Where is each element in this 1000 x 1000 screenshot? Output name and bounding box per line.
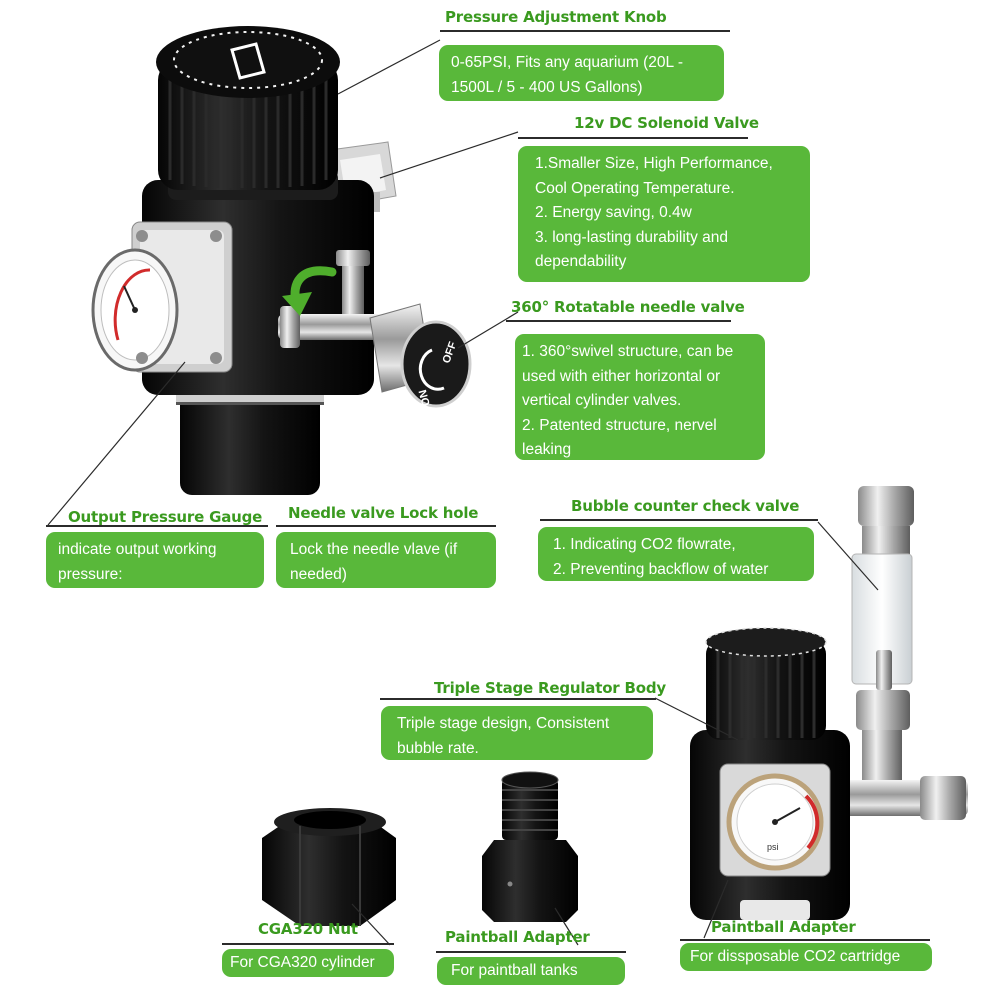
bubble-counter-line-1: 1. Indicating CO2 flowrate, <box>553 536 736 553</box>
paintball-tanks-line-1: For paintball tanks <box>451 962 578 979</box>
paintball-tanks-underline <box>436 951 626 953</box>
lock-hole-title: Needle valve Lock hole <box>288 504 479 522</box>
needle-valve-title: 360° Rotatable needle valve <box>511 298 745 316</box>
needle-valve-box: 1. 360°swivel structure, can be used wit… <box>515 334 765 460</box>
needle-valve-line-2: used with either horizontal or <box>522 367 721 385</box>
arrow-head-icon <box>282 292 312 316</box>
regulator-body-line-1: Triple stage design, Consistent <box>397 715 610 732</box>
lock-hole-line-1: Lock the needle vlave (if <box>290 541 458 558</box>
solenoid-line-2: Cool Operating Temperature. <box>535 179 735 197</box>
valve-on-label: ON <box>417 388 433 407</box>
paintball-cartridge-underline <box>680 939 930 941</box>
needle-valve: OFF ON <box>278 250 472 408</box>
gauge-box: indicate output working pressure: <box>46 532 264 588</box>
compact-regulator: psi <box>690 486 968 920</box>
gauge-line-1: indicate output working <box>58 541 217 558</box>
paintball-adapter <box>482 771 578 922</box>
bubble-counter-line-2: 2. Preventing backflow of water <box>553 560 769 578</box>
lock-hole-underline <box>276 525 496 527</box>
cga320-line-1: For CGA320 cylinder <box>230 954 375 971</box>
cga320-nut <box>262 808 396 926</box>
cga320-box: For CGA320 cylinder <box>222 949 394 977</box>
pressure-knob-line-2: 1500L / 5 - 400 US Gallons) <box>451 78 643 96</box>
cga320-title: CGA320 Nut <box>258 920 358 938</box>
needle-valve-line-3: vertical cylinder valves. <box>522 392 682 409</box>
lock-hole-line-2: needed) <box>290 565 347 583</box>
solenoid-underline <box>518 137 748 139</box>
bubble-counter <box>844 486 968 820</box>
regulator-body-underline <box>380 698 656 700</box>
solenoid-line-3: 2. Energy saving, 0.4w <box>535 204 692 221</box>
gauge-underline <box>46 525 268 527</box>
gauge-title: Output Pressure Gauge <box>68 508 263 526</box>
needle-valve-underline <box>506 320 731 322</box>
regulator-body-line-2: bubble rate. <box>397 739 479 757</box>
bubble-counter-box: 1. Indicating CO2 flowrate, 2. Preventin… <box>538 527 814 581</box>
bubble-counter-underline <box>540 519 818 521</box>
lock-hole-box: Lock the needle vlave (if needed) <box>276 532 496 588</box>
pressure-knob <box>156 26 340 190</box>
needle-valve-line-4: 2. Patented structure, nervel <box>522 416 717 434</box>
paintball-tanks-box: For paintball tanks <box>437 957 625 985</box>
cga320-underline <box>222 943 394 945</box>
needle-valve-line-1: 1. 360°swivel structure, can be <box>522 343 734 360</box>
gauge-line-2: pressure: <box>58 565 123 583</box>
paintball-cartridge-title: Paintball Adapter <box>711 918 856 936</box>
pressure-knob-title: Pressure Adjustment Knob <box>445 8 667 26</box>
bubble-counter-title: Bubble counter check valve <box>571 497 800 515</box>
output-pressure-gauge <box>91 221 233 373</box>
paintball-tanks-title: Paintball Adapter <box>445 928 590 946</box>
pressure-knob-box: 0-65PSI, Fits any aquarium (20L - 1500L … <box>439 45 724 101</box>
pressure-knob-line-1: 0-65PSI, Fits any aquarium (20L - <box>451 54 684 71</box>
solenoid-line-4: 3. long-lasting durability and <box>535 228 729 246</box>
paintball-cartridge-line-1: For dissposable CO2 cartridge <box>690 948 901 965</box>
solenoid-title: 12v DC Solenoid Valve <box>574 114 759 132</box>
solenoid-box: 1.Smaller Size, High Performance, Cool O… <box>518 146 810 282</box>
regulator-body-box: Triple stage design, Consistent bubble r… <box>381 706 653 760</box>
regulator-lower-body <box>180 385 320 495</box>
needle-valve-line-5: leaking <box>522 441 572 458</box>
regulator-body-title: Triple Stage Regulator Body <box>434 679 666 697</box>
solenoid-line-5: dependability <box>535 253 627 270</box>
pressure-knob-underline <box>440 30 730 32</box>
paintball-cartridge-box: For dissposable CO2 cartridge <box>680 943 932 971</box>
solenoid-line-1: 1.Smaller Size, High Performance, <box>535 155 773 172</box>
gauge-unit-label: psi <box>767 842 779 852</box>
main-regulator: OFF ON <box>91 26 472 495</box>
